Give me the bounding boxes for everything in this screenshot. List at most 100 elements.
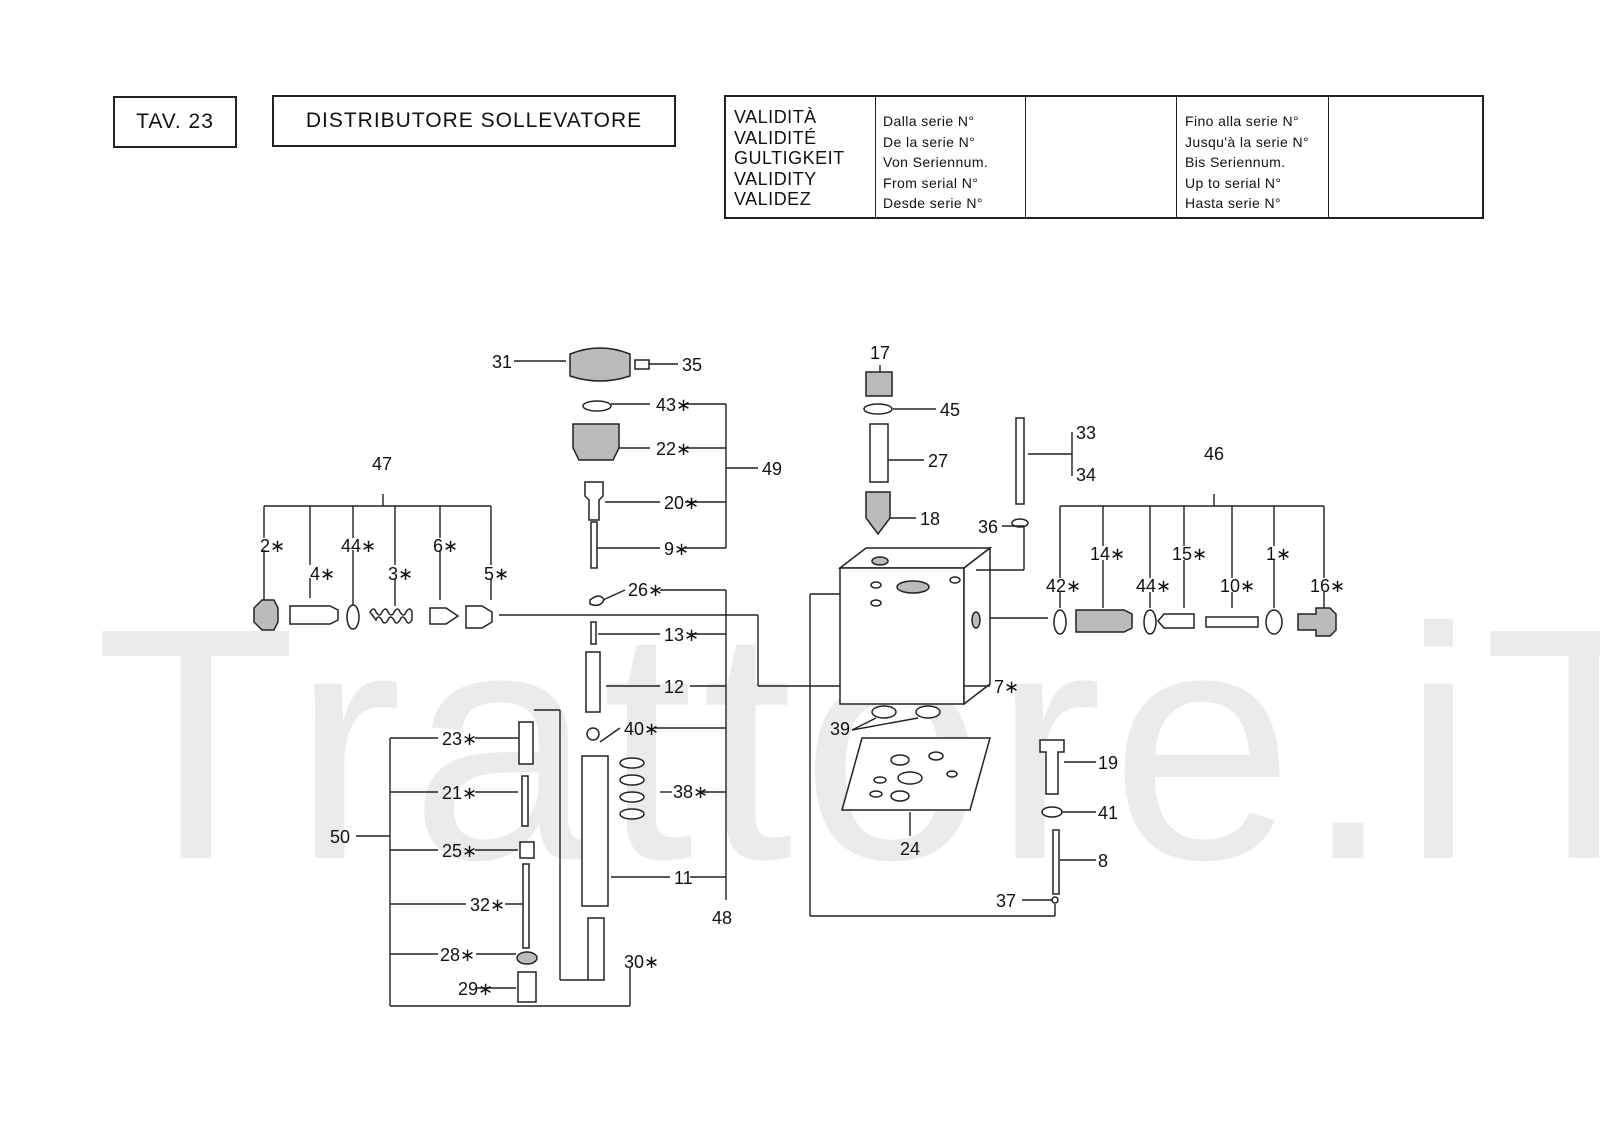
washer-36: [1011, 518, 1029, 528]
part-label-19: 19: [1098, 753, 1118, 773]
validity-to-label: Bis Seriennum.: [1185, 154, 1286, 170]
part-label-41: 41: [1098, 803, 1118, 823]
seal-39b: [915, 705, 941, 719]
poppet-6: [429, 607, 460, 625]
sleeve-23: [518, 721, 534, 765]
part-label-46: 46: [1204, 444, 1224, 464]
pin-13: [590, 621, 597, 645]
part-label-22: 22∗: [656, 439, 691, 459]
validity-to-label: Fino alla serie N°: [1185, 113, 1299, 129]
valve-18: [865, 491, 891, 536]
spool-12: [585, 651, 601, 713]
part-label-50: 50: [330, 827, 350, 847]
group-46-leader: [1059, 494, 1325, 608]
spring-32: [522, 863, 530, 949]
part-label-12: 12: [664, 677, 684, 697]
part-label-8: 8: [1098, 851, 1108, 871]
o-ring-43: [582, 400, 612, 412]
seal-39a: [871, 705, 897, 719]
part-label-40: 40∗: [624, 719, 659, 739]
washer-1: [1265, 609, 1283, 635]
right-top-leaders: [879, 365, 1073, 687]
poppet-15: [1157, 613, 1195, 629]
valve-seat-4: [289, 605, 339, 625]
part-label-35: 35: [682, 355, 702, 375]
right-bottom-leaders: [809, 593, 1096, 917]
piston-30: [587, 917, 605, 981]
ball-40: [586, 727, 600, 741]
validity-language: VALIDITY: [734, 168, 817, 189]
o-ring-38a: [619, 757, 645, 769]
part-label-16: 16∗: [1310, 576, 1345, 596]
circlip-26: [589, 595, 605, 607]
validity-language: VALIDITÉ: [734, 127, 817, 148]
part-label-29: 29∗: [458, 979, 493, 999]
ball-37: [1051, 896, 1059, 904]
rod-21: [521, 775, 529, 827]
part-label-39: 39: [830, 719, 850, 739]
part-label-11: 11: [674, 868, 693, 888]
validity-from-label: Von Seriennum.: [883, 154, 989, 170]
spool-11: [581, 755, 609, 907]
validity-from-label: Desde serie N°: [883, 195, 983, 211]
seal-45: [863, 403, 893, 415]
part-label-30: 30∗: [624, 952, 659, 972]
right-top-parts: [863, 371, 1029, 536]
validity-from-label: De la serie N°: [883, 133, 976, 150]
spring-3: [369, 608, 413, 624]
part-label-17: 17: [870, 343, 890, 363]
part-label-20: 20∗: [664, 493, 699, 513]
group-50-leader: [356, 709, 631, 1007]
part-label-6: 6∗: [433, 536, 458, 556]
part-label-48: 48: [712, 908, 732, 928]
part-label-34: 34: [1076, 465, 1096, 485]
part-label-36: 36: [978, 517, 998, 537]
part-label-44b: 44∗: [1136, 576, 1171, 596]
part-label-42: 42∗: [1046, 576, 1081, 596]
part-label-7: 7∗: [994, 677, 1019, 697]
spring-8: [1052, 829, 1060, 895]
valve-seat-14: [1075, 609, 1133, 633]
center-parts: [569, 347, 650, 981]
bolt-33-34: [1015, 417, 1025, 505]
validity-to-label: Jusqu'à la serie N°: [1185, 133, 1310, 150]
part-label-2: 2∗: [260, 536, 285, 556]
part-label-15: 15∗: [1172, 544, 1207, 564]
seal-41: [1041, 806, 1063, 818]
validity-from-label-column: Dalla serie N° De la serie N° Von Serien…: [876, 97, 1026, 217]
validity-language: GULTIGKEIT: [734, 148, 845, 168]
validity-to-label: Up to serial N°: [1185, 174, 1282, 191]
hex-plug-2: [253, 599, 279, 631]
validity-table: VALIDITÀ VALIDITÉ GULTIGKEIT VALIDITY VA…: [724, 95, 1484, 219]
nut-22: [572, 423, 620, 461]
plug-29: [517, 971, 537, 1003]
plug-19: [1039, 739, 1065, 795]
o-ring-38c: [619, 791, 645, 803]
validity-from-label: From serial N°: [883, 174, 979, 191]
knurled-cap-31: [569, 347, 631, 382]
center-leaders: [499, 360, 840, 900]
o-ring-38b: [619, 774, 645, 786]
part-label-28: 28∗: [440, 945, 475, 965]
spring-27: [869, 423, 889, 483]
part-label-23: 23∗: [442, 729, 477, 749]
part-label-47: 47: [372, 454, 392, 474]
validity-language: VALIDEZ: [734, 189, 812, 209]
validity-language: VALIDITÀ: [734, 107, 817, 127]
part-label-33: 33: [1076, 423, 1096, 443]
part-label-32: 32∗: [470, 895, 505, 915]
part-label-18: 18: [920, 509, 940, 529]
part-label-27: 27: [928, 451, 948, 471]
valve-body-7: [837, 546, 993, 706]
validity-from-label: Dalla serie N°: [883, 113, 975, 129]
set-screw-35: [634, 359, 650, 370]
part-label-31: 31: [492, 352, 512, 372]
group-47-leader: [263, 494, 492, 606]
part-labels: 31 35 43∗ 22∗ 49 20∗ 9∗ 47 2∗ 4∗ 44∗ 3∗ …: [260, 343, 1345, 999]
group-50-parts: [516, 721, 538, 1003]
left-valve-parts: [253, 599, 493, 631]
hex-plug-16: [1297, 607, 1337, 637]
part-label-10: 10∗: [1220, 576, 1255, 596]
part-label-38: 38∗: [673, 782, 708, 802]
